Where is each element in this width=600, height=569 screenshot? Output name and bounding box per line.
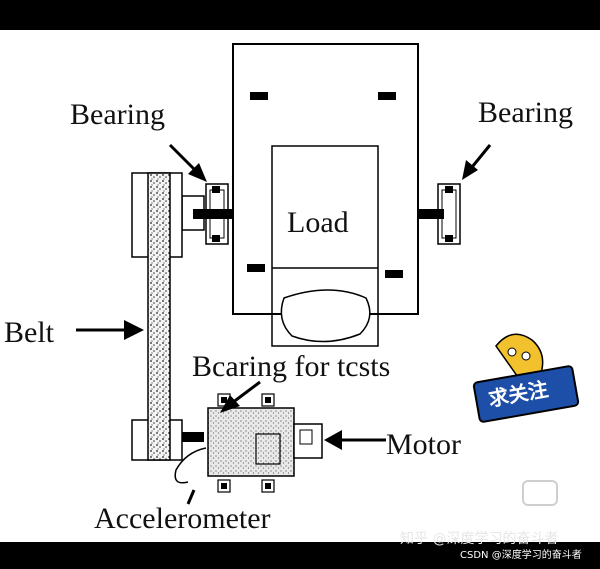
watermark-zhihu: 知乎 @深度学习的奋斗者 [400, 531, 559, 547]
bearing-tests-label: Bcaring for tcsts [192, 350, 391, 383]
bearing-left-label: Bearing [70, 98, 165, 131]
load-label: Load [287, 206, 349, 239]
belt-label: Belt [4, 316, 54, 349]
watermark-csdn: CSDN @深度学习的奋斗者 [460, 550, 582, 561]
belt [131, 172, 204, 461]
motor-body [293, 423, 323, 459]
right-bearing [418, 183, 461, 245]
left-bearing [181, 183, 233, 245]
load-box [271, 145, 379, 347]
accelerometer-label: Accelerometer [94, 502, 271, 535]
arrows [76, 143, 492, 505]
accelerometer-cable [174, 447, 207, 484]
test-bearing-motor [174, 393, 323, 493]
bearing-right-label: Bearing [478, 96, 573, 129]
load-frame [232, 43, 419, 347]
sticker-badge [472, 333, 580, 423]
motor-label: Motor [386, 428, 461, 461]
watermark-icon [522, 480, 558, 506]
load-pulley [280, 289, 371, 343]
